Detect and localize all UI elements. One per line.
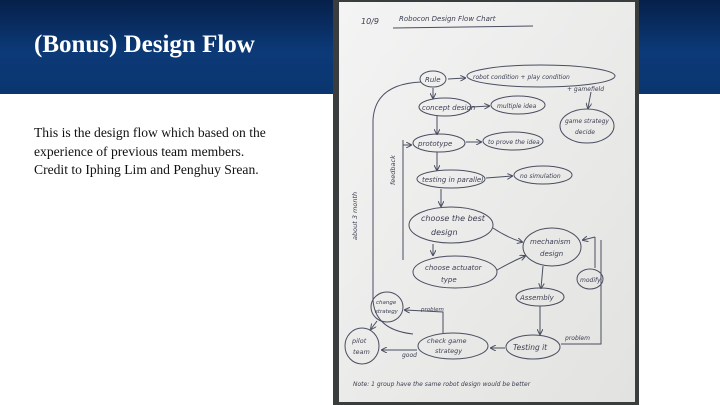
- description-line: Credit to Iphing Lim and Penghuy Srean.: [34, 162, 259, 178]
- photo-header-title: Robocon Design Flow Chart: [399, 15, 496, 23]
- node-no-simulation: no simulation: [520, 173, 561, 180]
- node-gamefield: + gamefield: [567, 86, 604, 93]
- node-decide: decide: [575, 129, 595, 136]
- node-mechanism-2: design: [540, 250, 563, 258]
- node-change-strategy-2: strategy: [375, 309, 399, 315]
- side-label-about: about 3 month: [351, 192, 359, 240]
- label-problem-left: problem: [420, 307, 444, 313]
- flowchart-photo-svg: 10/9 Robocon Design Flow Chart Rule robo…: [339, 2, 635, 402]
- node-testing: testing in parallel: [422, 176, 483, 184]
- flowchart-photo: 10/9 Robocon Design Flow Chart Rule robo…: [333, 0, 639, 405]
- node-modify: modify: [580, 277, 601, 284]
- node-choose-actuator: choose actuator: [425, 264, 483, 272]
- node-multiple-idea: multiple idea: [497, 103, 537, 110]
- node-rule: Rule: [425, 76, 441, 84]
- node-robot-condition: robot condition + play condition: [473, 74, 570, 81]
- node-mechanism: mechanism: [530, 238, 571, 246]
- node-prototype: prototype: [417, 140, 452, 148]
- node-check-strategy-2: strategy: [435, 347, 462, 355]
- slide-title: (Bonus) Design Flow: [34, 31, 255, 58]
- node-assembly: Assembly: [519, 294, 555, 302]
- description-line: experience of previous team members.: [34, 143, 245, 159]
- node-choose-actuator-2: type: [441, 276, 457, 284]
- node-change-strategy: change: [376, 300, 397, 306]
- side-label-feedback: feedback: [389, 155, 397, 185]
- label-problem-right: problem: [564, 335, 590, 342]
- node-concept-design: concept design: [422, 104, 475, 112]
- node-pilot-team-2: team: [353, 348, 370, 356]
- node-to-prove: to prove the idea: [488, 139, 540, 146]
- node-choose-best-2: design: [431, 228, 458, 237]
- photo-note: Note: 1 group have the same robot design…: [353, 381, 531, 388]
- label-good: good: [402, 352, 417, 359]
- node-testing-it: Testing it: [513, 343, 548, 352]
- node-pilot-team: pilot: [351, 337, 367, 345]
- node-choose-best: choose the best: [421, 214, 486, 223]
- description-line: This is the design flow which based on t…: [34, 125, 266, 140]
- photo-date: 10/9: [361, 17, 379, 26]
- slide-description: This is the design flow which based on t…: [34, 124, 304, 180]
- node-check-strategy: check game: [427, 337, 467, 345]
- node-game-strategy: game strategy: [565, 118, 609, 125]
